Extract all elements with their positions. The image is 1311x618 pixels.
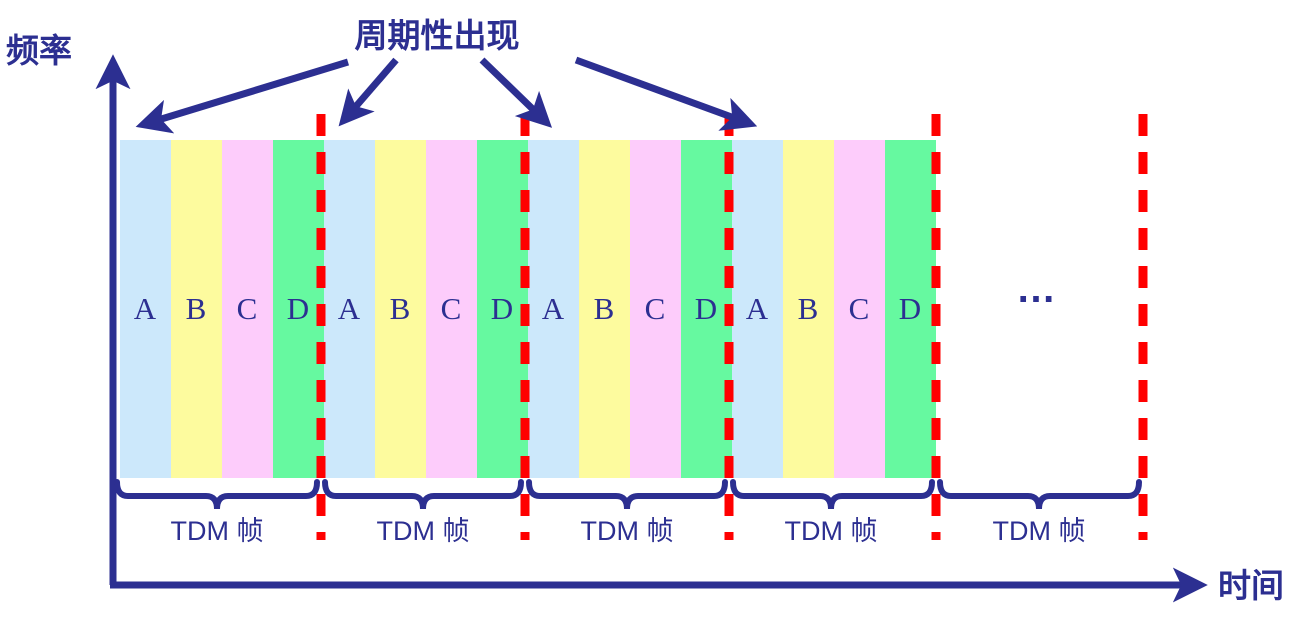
annotation-arrow-2 (338, 57, 399, 127)
y-axis-label: 频率 (6, 33, 72, 70)
slot-letter-f4-A: A (746, 291, 769, 326)
frame-brace-4 (730, 479, 935, 510)
frame-label-3: TDM 帧 (581, 516, 674, 546)
slot-band-f2-D (477, 140, 528, 478)
slot-letter-f3-A: A (542, 291, 565, 326)
slot-band-f3-B (579, 140, 630, 478)
slot-letter-f4-C: C (849, 291, 870, 326)
slot-band-f1-D (273, 140, 324, 478)
slot-bands-group (120, 140, 936, 478)
annotation-arrow-3 (479, 57, 553, 128)
slot-band-f1-C (222, 140, 273, 478)
slot-letter-f4-B: B (798, 291, 819, 326)
annotation-arrow-1 (135, 58, 350, 134)
slot-band-f1-B (171, 140, 222, 478)
slot-letter-f3-C: C (645, 291, 666, 326)
frame-brace-1 (114, 479, 320, 510)
slot-band-f3-A (528, 140, 579, 478)
frame-labels-group: TDM 帧 TDM 帧 TDM 帧 TDM 帧 TDM 帧 (171, 516, 1086, 546)
frame-label-1: TDM 帧 (171, 516, 264, 546)
annotation-group: 周期性出现 (135, 18, 758, 134)
slot-band-f2-B (375, 140, 426, 478)
slot-letter-f2-D: D (491, 291, 513, 326)
slot-letter-f3-B: B (594, 291, 615, 326)
slot-letter-f4-D: D (899, 291, 921, 326)
slot-band-f4-B (783, 140, 834, 478)
slot-letter-f1-C: C (237, 291, 258, 326)
frame-label-5: TDM 帧 (993, 516, 1086, 546)
axes-group (95, 54, 1208, 603)
slot-letter-f2-C: C (441, 291, 462, 326)
slot-band-f3-C (630, 140, 681, 478)
slot-letter-f1-D: D (287, 291, 309, 326)
frame-brace-5 (937, 479, 1142, 510)
slot-letter-f1-B: B (186, 291, 207, 326)
slot-band-f1-A (120, 140, 171, 478)
frame-divider-group (316, 114, 1148, 540)
annotation-title: 周期性出现 (355, 18, 520, 55)
slot-band-f2-A (324, 140, 375, 478)
slot-letter-f2-A: A (338, 291, 361, 326)
annotation-arrow-4 (574, 56, 758, 131)
slot-band-f4-A (732, 140, 783, 478)
x-axis-label: 时间 (1218, 568, 1284, 605)
frame-label-2: TDM 帧 (377, 516, 470, 546)
frame-brace-group (114, 479, 1142, 510)
frame-brace-2 (322, 479, 524, 510)
slot-letter-f1-A: A (134, 291, 157, 326)
slot-letters-group: A B C D A B C D A B C D A B C D (134, 291, 921, 326)
slot-band-f3-D (681, 140, 732, 478)
slot-letter-f2-B: B (390, 291, 411, 326)
slot-letter-f3-D: D (695, 291, 717, 326)
slot-band-f2-C (426, 140, 477, 478)
frame-brace-3 (526, 479, 728, 510)
frame-label-4: TDM 帧 (785, 516, 878, 546)
slot-band-f4-D (885, 140, 936, 478)
continuation-ellipsis: … (1016, 267, 1056, 311)
slot-band-f4-C (834, 140, 885, 478)
